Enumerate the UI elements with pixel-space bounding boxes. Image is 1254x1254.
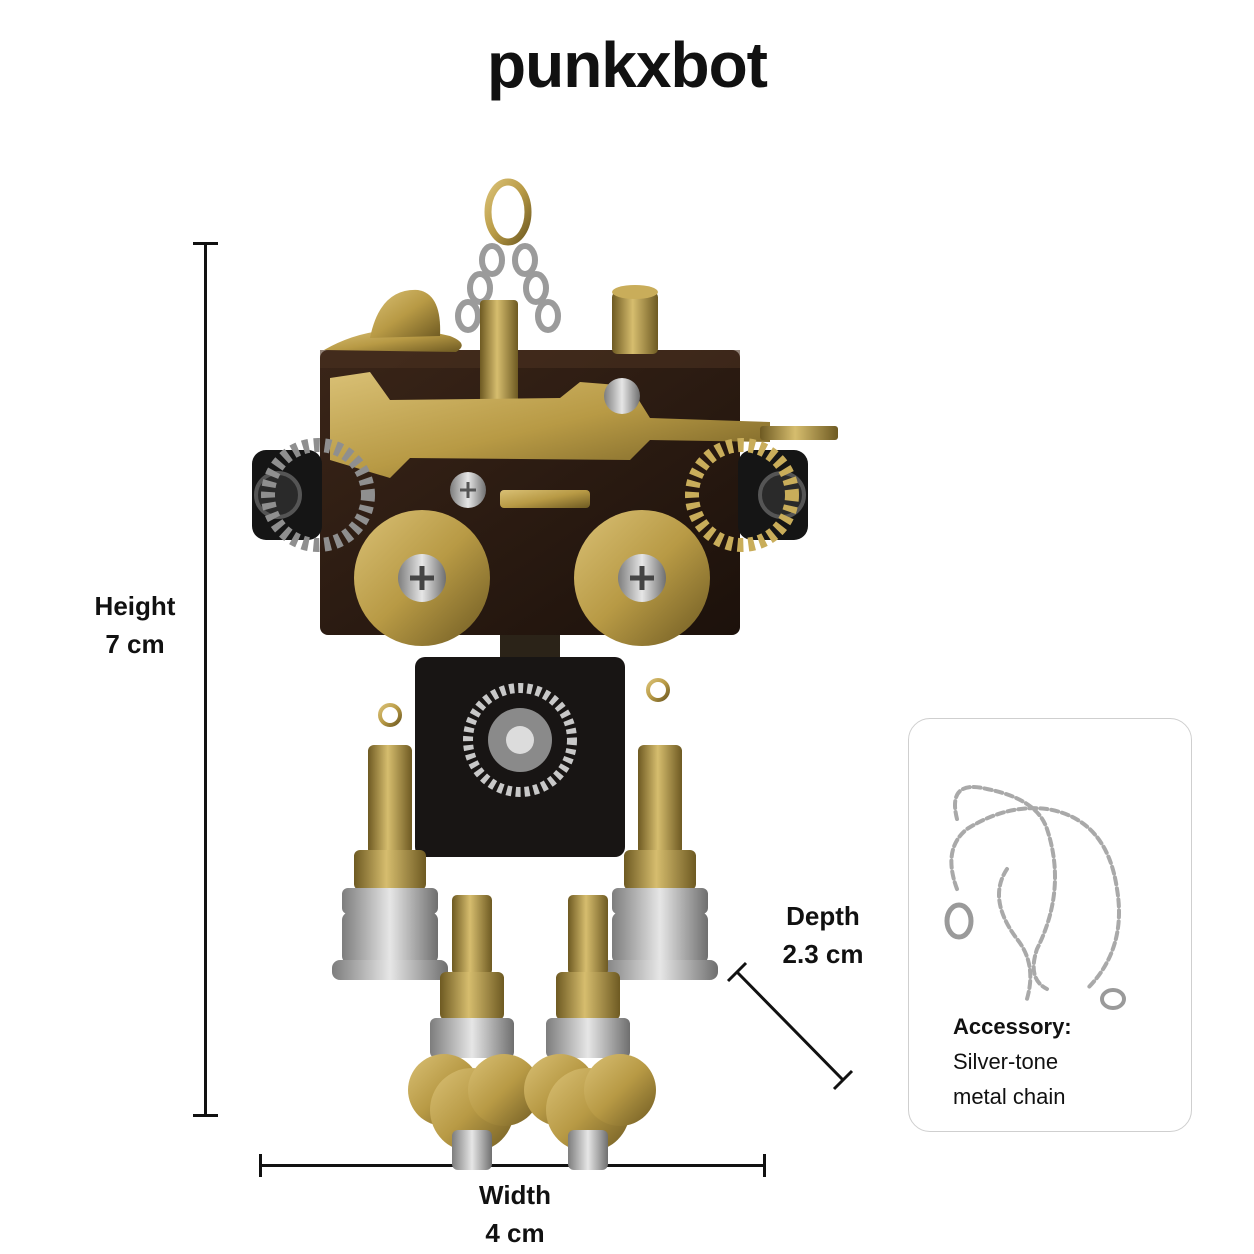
- robot-product-image: [252, 178, 838, 1170]
- accessory-line-1: Silver-tone: [953, 1049, 1059, 1074]
- width-rule: [260, 1164, 765, 1167]
- depth-label-name: Depth: [786, 901, 860, 931]
- height-label-value: 7 cm: [105, 629, 165, 659]
- height-rule-cap-top: [193, 242, 218, 245]
- height-label-name: Height: [94, 591, 176, 621]
- chain-image: [944, 785, 1126, 1010]
- width-label-value: 4 cm: [485, 1218, 545, 1248]
- depth-rule: [726, 961, 854, 1091]
- accessory-title: Accessory:: [953, 1014, 1072, 1039]
- depth-label-value: 2.3 cm: [782, 939, 864, 969]
- width-label-name: Width: [479, 1180, 551, 1210]
- width-rule-cap-left: [259, 1154, 262, 1177]
- height-rule: [204, 243, 207, 1116]
- brand-logo: punkxbot: [487, 29, 768, 101]
- height-label: Height 7 cm: [60, 587, 210, 663]
- width-label: Width 4 cm: [440, 1176, 590, 1252]
- width-rule-cap-right: [763, 1154, 766, 1177]
- height-rule-cap-bottom: [193, 1114, 218, 1117]
- accessory-card: Accessory: Silver-tone metal chain: [908, 718, 1192, 1132]
- depth-label: Depth 2.3 cm: [748, 897, 898, 973]
- accessory-text: Accessory: Silver-tone metal chain: [953, 1009, 1072, 1114]
- accessory-line-2: metal chain: [953, 1084, 1066, 1109]
